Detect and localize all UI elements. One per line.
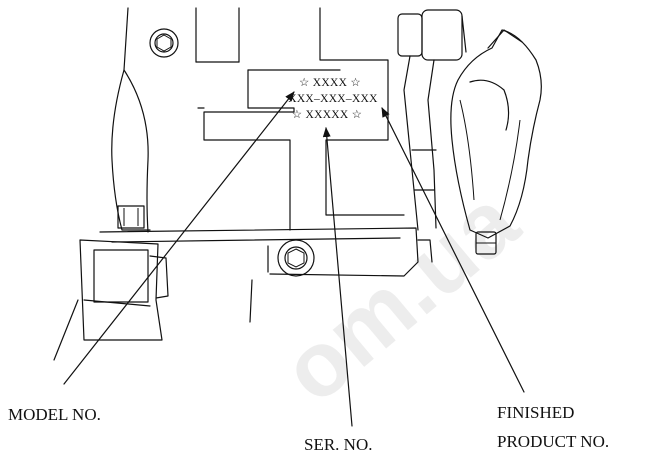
- nameplate: ☆ XXXX ☆ XXX–XXX–XXX ☆ XXXXX ☆: [288, 77, 378, 121]
- center-body: [197, 7, 405, 231]
- finished-label-line2: PRODUCT NO.: [497, 432, 609, 451]
- plate-line-model: ☆ XXXX ☆: [299, 77, 361, 89]
- plate-line-finished: XXX–XXX–XXX: [288, 93, 378, 105]
- finished-product-no-leader: [381, 107, 525, 393]
- ser-no-label: SER. NO.: [304, 435, 372, 454]
- model-no-leader: [63, 91, 295, 385]
- finished-label-line1: FINISHED: [497, 403, 574, 422]
- ser-no-leader: [322, 127, 353, 427]
- left-bracket: [53, 239, 169, 361]
- lower-frame: [99, 205, 433, 323]
- right-knob: [450, 29, 542, 255]
- lower-bolt: [277, 239, 315, 277]
- left-housing: [111, 7, 240, 233]
- watermark-text: om.ua: [264, 170, 538, 423]
- right-arm: [397, 9, 467, 231]
- top-bolt: [149, 28, 179, 58]
- plate-line-serial: ☆ XXXXX ☆: [292, 109, 363, 121]
- model-no-label: MODEL NO.: [8, 405, 101, 424]
